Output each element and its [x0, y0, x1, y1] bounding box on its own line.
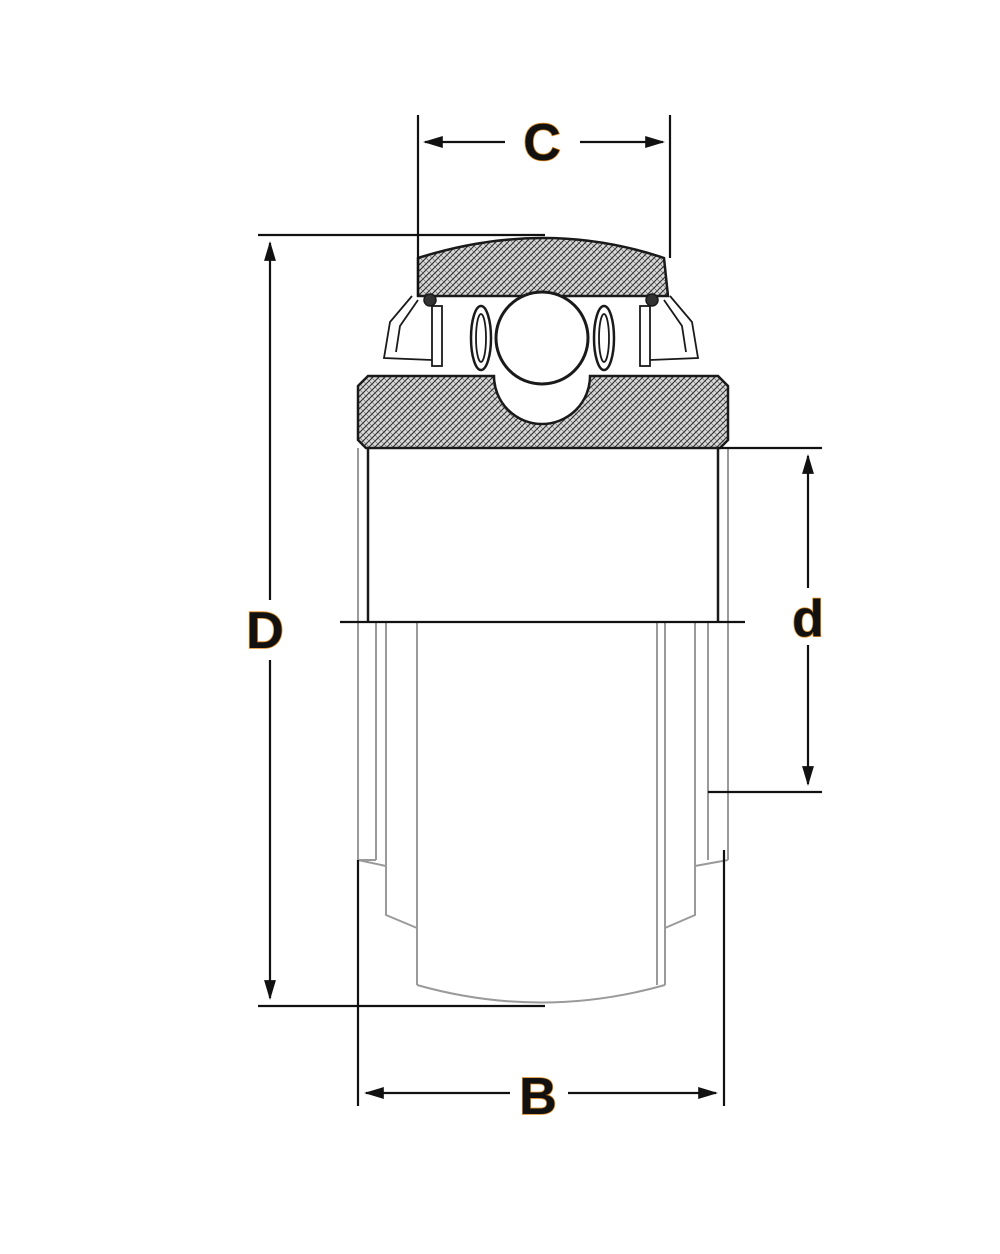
label-B: B — [519, 1068, 557, 1126]
ball — [494, 290, 590, 386]
seal-right — [639, 293, 700, 367]
dimension-d-outer: D — [245, 233, 545, 1008]
label-d: d — [792, 590, 824, 648]
seal-left — [382, 293, 443, 367]
dimension-d-bore: d — [708, 446, 825, 794]
outer-ring — [416, 236, 670, 298]
label-D: D — [246, 602, 284, 660]
dimension-b: B — [356, 850, 726, 1127]
label-c: C — [523, 114, 561, 172]
cage — [469, 304, 616, 372]
inner-ring-extension — [357, 448, 729, 1004]
dimension-c: C — [416, 113, 672, 296]
inner-ring — [356, 374, 730, 450]
